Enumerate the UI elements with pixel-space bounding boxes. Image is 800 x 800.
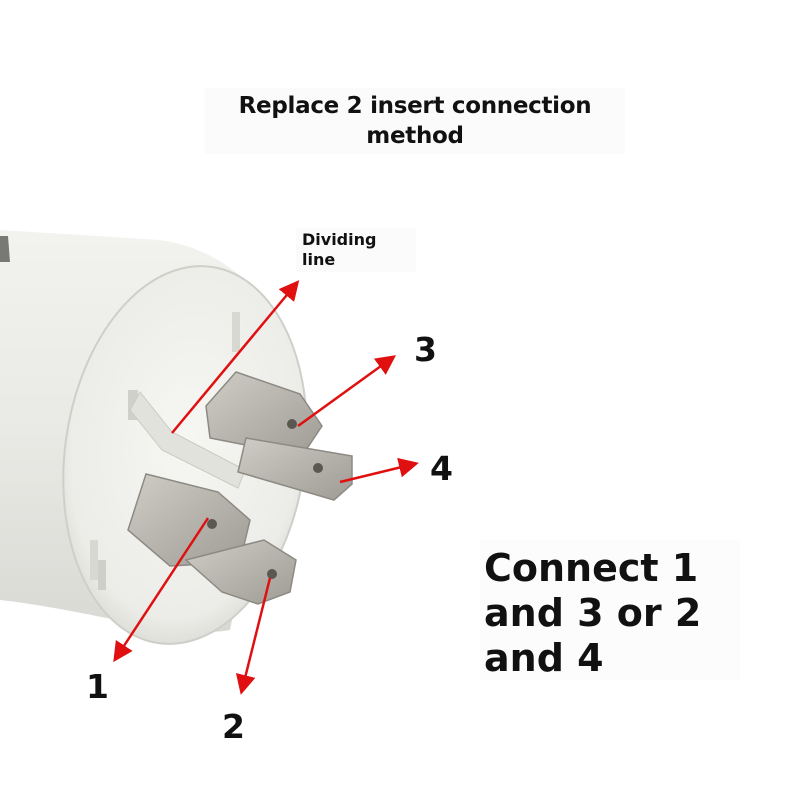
terminal-label-2: 2	[222, 707, 245, 746]
dividing-line-label-line-2: line	[302, 250, 336, 269]
title-line-2: method	[366, 123, 464, 149]
connection-instruction: Connect 1 and 3 or 2 and 4	[480, 540, 740, 680]
arrow-terminal-3	[297, 355, 397, 428]
terminal-3	[205, 371, 323, 457]
dividing-line-label-line-1: Dividing	[302, 230, 377, 249]
title-line-1: Replace 2 insert connection	[238, 93, 592, 119]
terminal-4	[237, 437, 353, 501]
capacitor-body	[0, 230, 308, 645]
terminal-label-1: 1	[86, 667, 109, 706]
terminal-label-3: 3	[414, 330, 437, 369]
terminal-1	[127, 473, 251, 567]
arrow-terminal-4	[339, 457, 419, 484]
instruction-line-2: and 3 or 2	[484, 591, 702, 635]
arrow-terminal-1	[113, 517, 210, 663]
instruction-line-3: and 4	[484, 636, 604, 680]
arrow-terminal-2	[235, 577, 272, 695]
arrows	[113, 280, 419, 695]
terminal-label-4: 4	[430, 449, 453, 488]
arrow-dividing-line	[171, 280, 300, 434]
instruction-line-1: Connect 1	[484, 546, 699, 590]
dividing-line-label: Dividing line	[296, 228, 416, 272]
page-title: Replace 2 insert connection method	[205, 88, 625, 154]
